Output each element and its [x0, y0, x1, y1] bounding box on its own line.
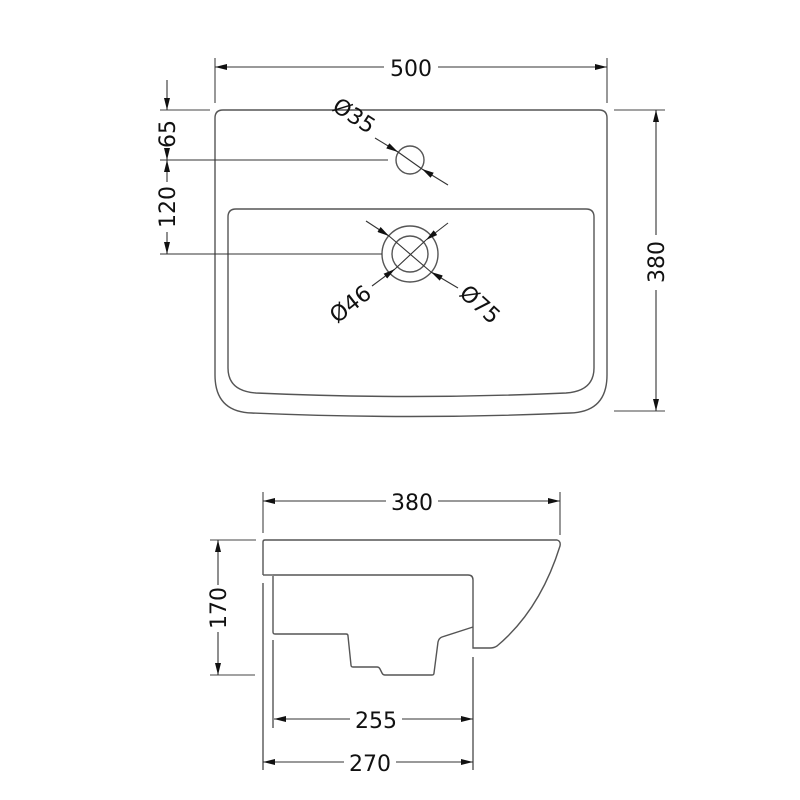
side-depth-label: 380 — [391, 491, 433, 516]
plan-view: 500 380 65 120 Ø35 Ø46 Ø75 — [156, 57, 670, 418]
waste-inner-circle — [391, 235, 429, 273]
depth-label: 380 — [645, 241, 670, 283]
waste-diameter-line-b — [394, 239, 427, 270]
basin-inner-bowl-outline — [227, 208, 595, 398]
waste-leader-sw — [371, 268, 396, 287]
basin-outer-outline — [214, 109, 608, 418]
waste-leader-se — [430, 271, 459, 289]
waste-leader-ne — [425, 222, 449, 241]
tap-hole-leader-bottom — [421, 168, 449, 186]
bowl-body-outline — [272, 576, 474, 676]
tap-hole-diameter-label: Ø35 — [328, 94, 380, 140]
waste-inner-diameter-label: Ø46 — [325, 281, 376, 329]
side-profile-outline — [262, 539, 561, 649]
tap-hole-diameter-line — [397, 151, 423, 170]
width-label: 500 — [390, 57, 432, 82]
bowl-outer-label: 270 — [349, 752, 391, 777]
tap-hole-leader-top — [374, 137, 399, 153]
height-label: 170 — [207, 587, 232, 629]
waste-diameter-line-a — [388, 235, 432, 273]
waste-leader-nw — [365, 220, 390, 237]
tap-hole-circle — [395, 145, 425, 175]
tap-hole-offset-label: 65 — [156, 120, 181, 148]
waste-outer-diameter-label: Ø75 — [454, 281, 504, 330]
waste-offset-label: 120 — [156, 186, 181, 228]
side-view: 380 170 255 270 — [207, 491, 561, 777]
bowl-inner-label: 255 — [355, 709, 397, 734]
